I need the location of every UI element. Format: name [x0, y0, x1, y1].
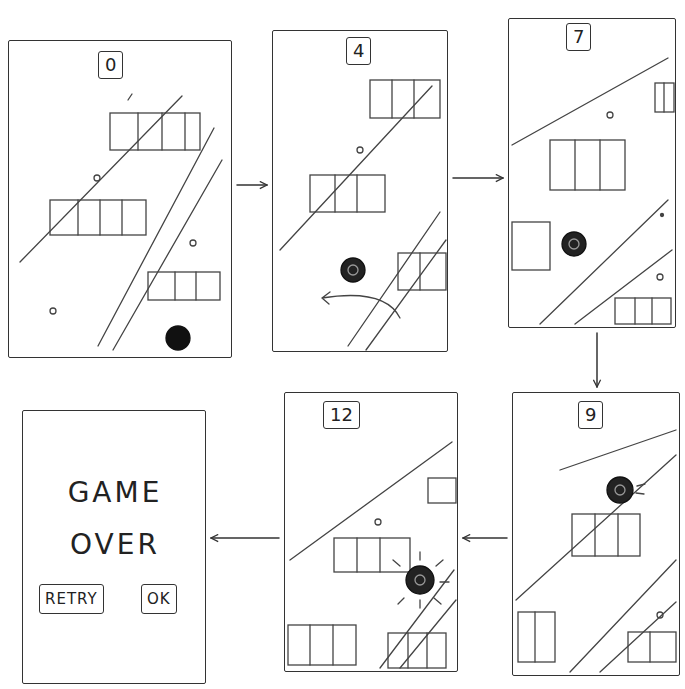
button-label: OK: [147, 589, 171, 609]
car-dividers: [419, 253, 420, 290]
car-dividers: [575, 140, 600, 190]
car-dividers: [175, 272, 196, 300]
flow-arrow: [453, 177, 503, 179]
car-dividers: [335, 175, 357, 212]
flow-arrow: [237, 184, 267, 186]
coin-dot: [190, 240, 196, 246]
car-block: [615, 298, 671, 324]
player-ball: [562, 232, 586, 256]
car-block: [628, 632, 676, 662]
coin-dot: [50, 308, 56, 314]
coin-dot: [661, 214, 664, 217]
car-dividers: [357, 538, 380, 572]
car-dividers: [408, 633, 427, 668]
player-ball: [166, 326, 190, 350]
ball-spiral: [348, 265, 358, 275]
flow-arrow: [211, 537, 279, 539]
panel-one-art: [20, 94, 222, 350]
car-block: [310, 175, 385, 212]
pencil-mark: [128, 94, 132, 100]
car-dividers: [138, 113, 185, 150]
car-block: [148, 272, 220, 300]
car-dividers: [78, 200, 122, 235]
car-block: [110, 113, 200, 150]
score-counter: 12: [323, 401, 360, 429]
car-dividers: [392, 80, 414, 118]
coin-dot: [357, 147, 363, 153]
score-counter: 0: [98, 51, 123, 79]
car-dividers: [663, 83, 664, 112]
car-block: [388, 633, 446, 668]
car-block: [288, 625, 356, 665]
storyboard-panel: 0: [8, 40, 232, 358]
panel-two-art: [280, 80, 446, 350]
car-dividers: [649, 632, 650, 662]
retry-button: RETRY: [39, 584, 104, 614]
car-dividers: [310, 625, 333, 665]
road-lines: [512, 58, 672, 324]
car-dividers: [534, 612, 535, 662]
road-lines: [290, 442, 456, 668]
car-block: [512, 222, 550, 270]
road-lines: [280, 86, 446, 350]
coin-dot: [657, 274, 663, 280]
car-block: [572, 514, 640, 556]
panel-five-art: [288, 442, 456, 668]
ball-spiral: [569, 239, 579, 249]
storyboard-panel: 12: [284, 392, 458, 672]
flow-arrow: [463, 537, 507, 539]
player-ball: [406, 566, 434, 594]
storyboard-panel: 7: [508, 18, 676, 328]
coin-dot: [375, 519, 381, 525]
score-counter: 4: [346, 37, 371, 65]
car-block: [655, 83, 674, 112]
panel-three-art: [512, 58, 674, 324]
storyboard-panel: 4: [272, 30, 448, 352]
score-counter: 9: [578, 401, 603, 429]
car-block: [518, 612, 555, 662]
road-lines: [516, 430, 676, 672]
panel-four-art: [516, 430, 676, 672]
button-label: RETRY: [45, 589, 98, 609]
swipe-arrow: [322, 292, 400, 318]
car-block: [334, 538, 410, 572]
player-ball: [341, 258, 365, 282]
car-block: [370, 80, 440, 118]
crash-rays: [393, 552, 449, 608]
ball-spiral: [615, 485, 625, 495]
coin-dot: [607, 112, 613, 118]
game-over-panel: GAME OVER RETRY OK: [22, 410, 206, 684]
car-block: [428, 478, 456, 503]
car-block: [550, 140, 625, 190]
car-block: [398, 253, 446, 290]
ball-spiral: [415, 575, 425, 585]
car-block: [50, 200, 146, 235]
player-ball: [607, 477, 633, 503]
game-over-text: GAME OVER: [45, 467, 185, 571]
coin-dot: [94, 175, 100, 181]
ok-button: OK: [141, 584, 177, 614]
road-lines: [20, 96, 222, 350]
score-counter: 7: [566, 23, 591, 51]
car-dividers: [635, 298, 652, 324]
coin-dot: [657, 612, 663, 618]
car-dividers: [595, 514, 618, 556]
storyboard-panel: 9: [512, 392, 680, 676]
flow-arrow: [596, 333, 598, 387]
motion-streaks: [636, 484, 645, 494]
